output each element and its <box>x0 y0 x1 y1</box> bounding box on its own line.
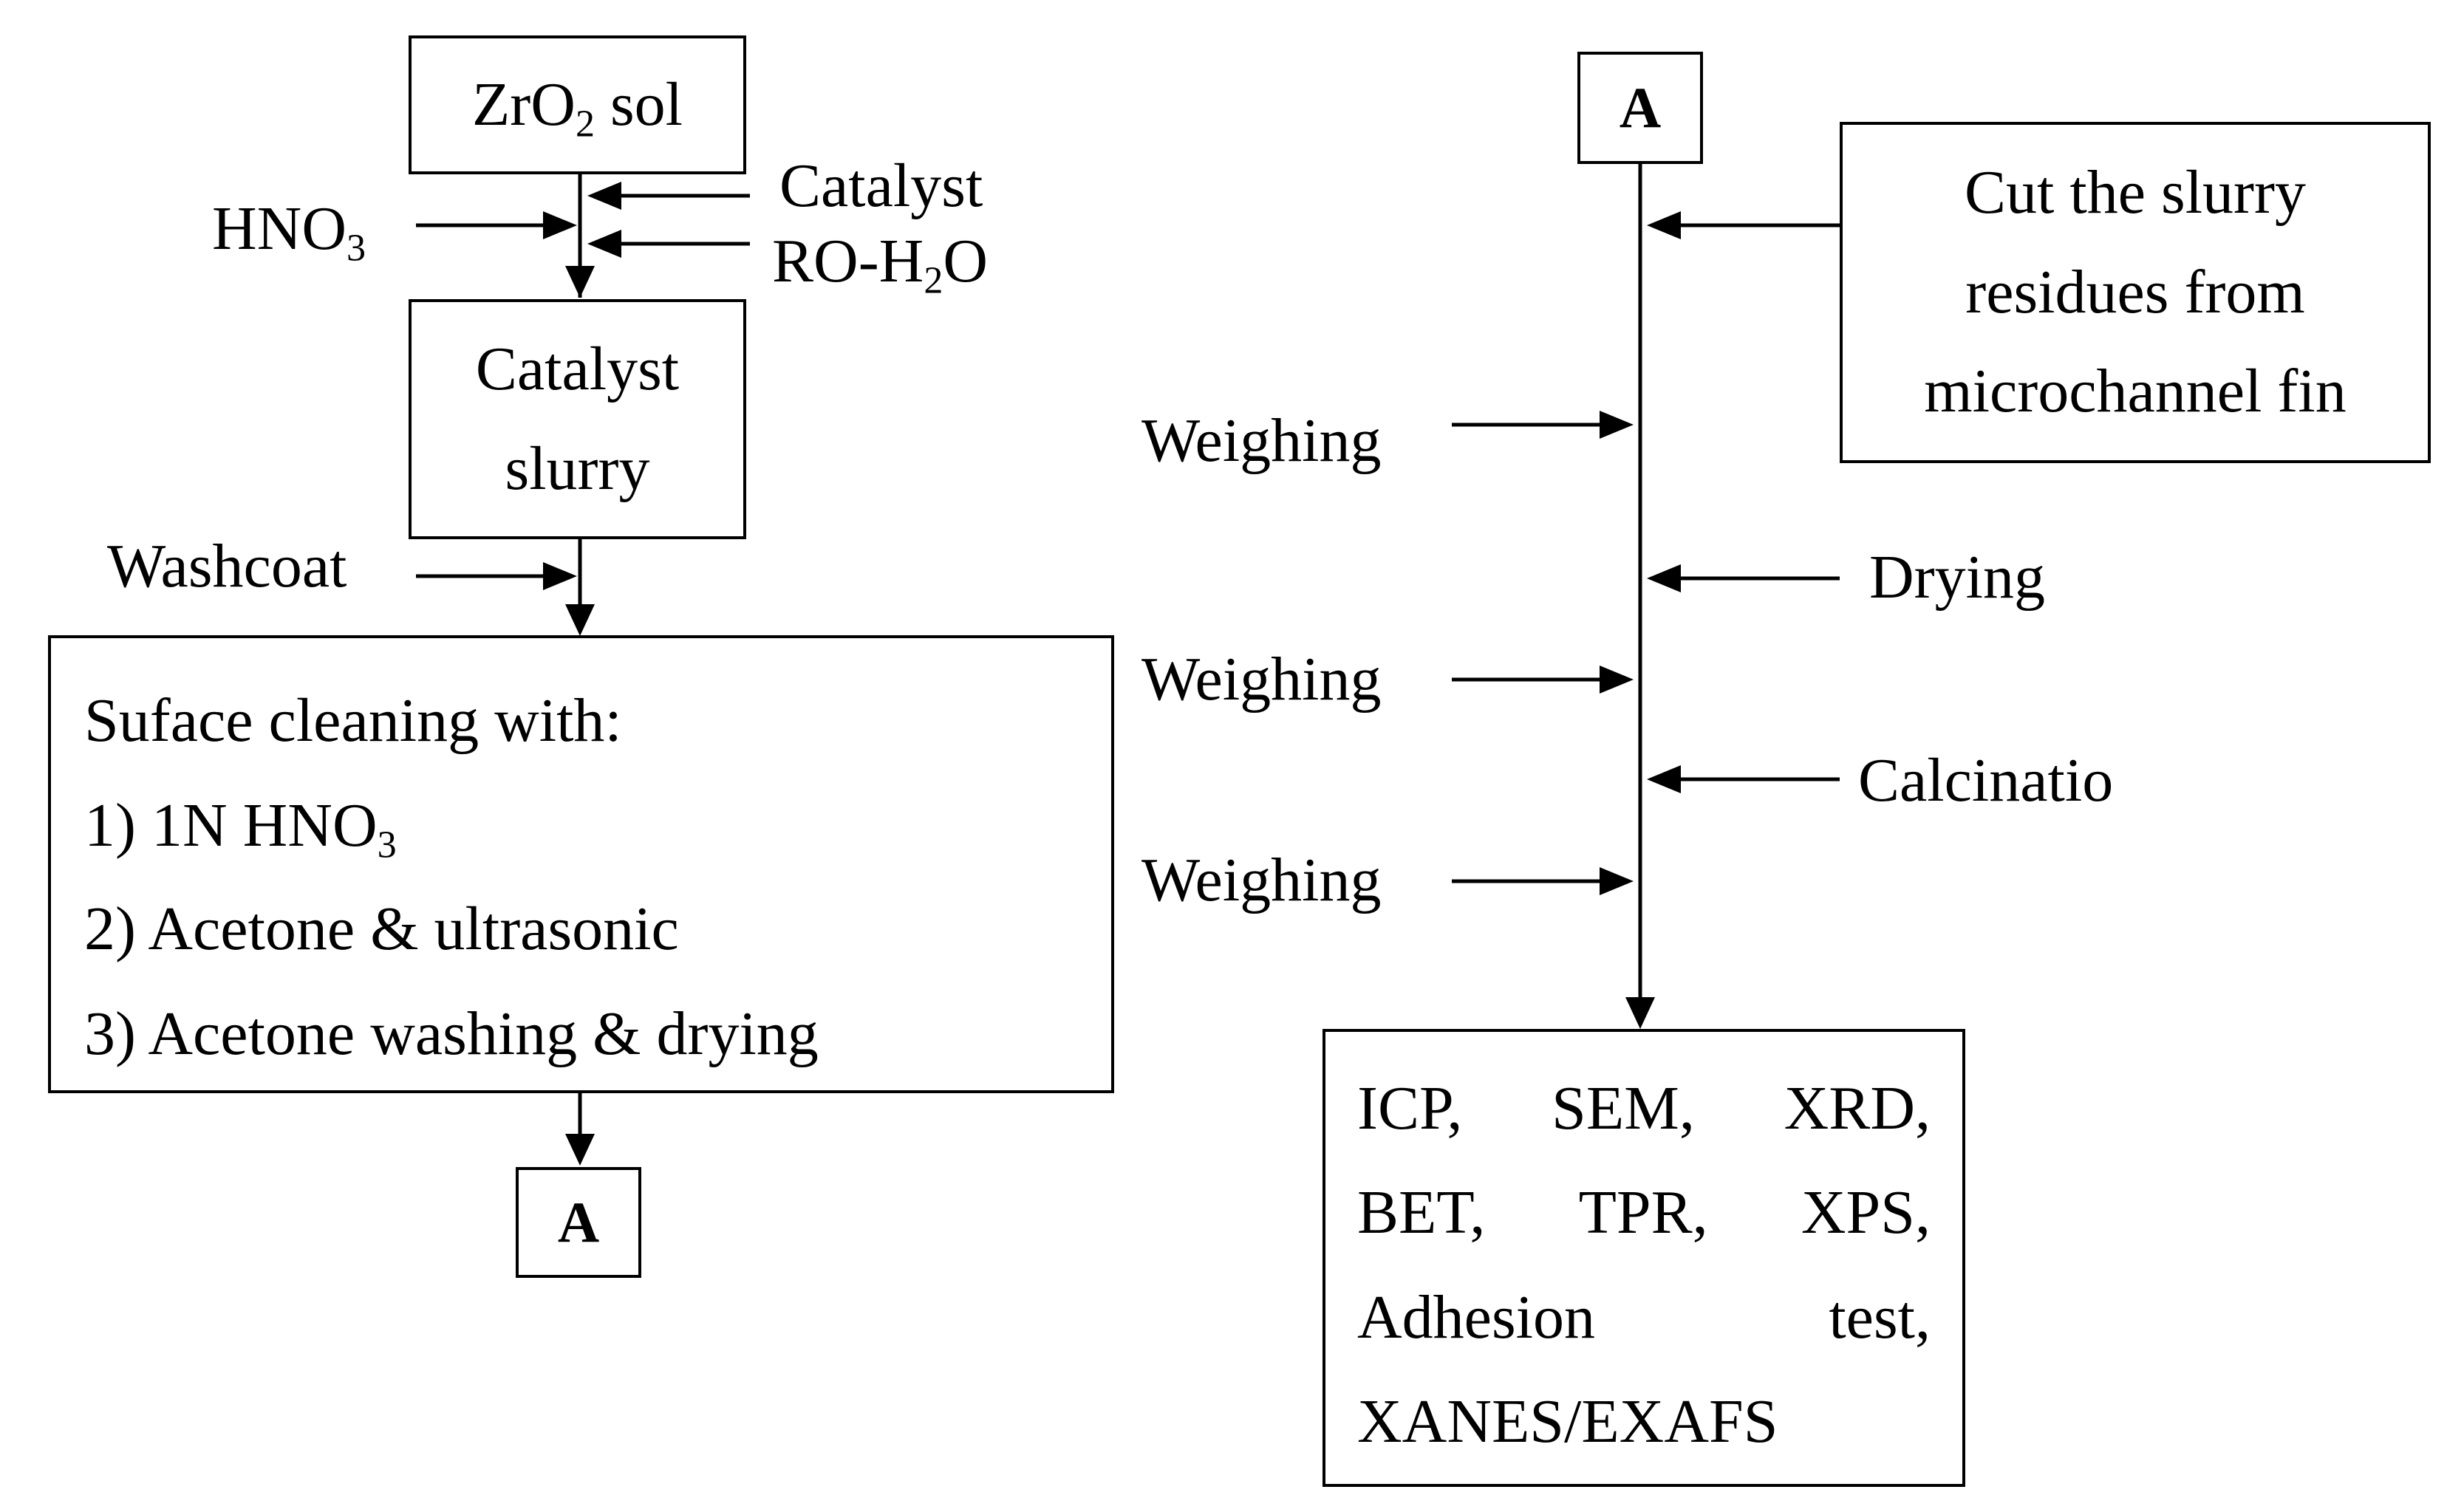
analysis-icp: ICP, <box>1357 1074 1463 1143</box>
cut-line-1: Cut the slurry <box>1965 158 2306 228</box>
zro2-sol-text: sol <box>594 70 683 139</box>
analysis-line-3: Adhesion test, <box>1357 1287 1931 1349</box>
analysis-line-2: BET, TPR, XPS, <box>1357 1182 1931 1244</box>
weighing-label-1: Weighing <box>1141 406 1382 475</box>
cut-line-3: microchannel fin <box>1924 357 2347 426</box>
zro2-sol-box: ZrO2 sol <box>409 35 746 174</box>
analysis-tpr: TPR, <box>1578 1178 1708 1247</box>
connector-a-right-label: A <box>1619 75 1662 140</box>
cut-slurry-residues-box: Cut the slurry residues from microchanne… <box>1840 122 2431 463</box>
cleaning-step-1-text: 1) 1N HNO <box>84 791 378 860</box>
hno3-subscript: 3 <box>347 227 366 270</box>
cleaning-step-2: 2) Acetone & ultrasonic <box>84 894 679 963</box>
slurry-line-2: slurry <box>505 434 650 503</box>
surface-cleaning-box: Suface cleaning with: 1) 1N HNO3 2) Acet… <box>48 635 1114 1093</box>
hno3-input-label: HNO3 <box>212 198 366 268</box>
ro-h-text: RO-H <box>772 227 924 295</box>
cut-line-2: residues from <box>1965 257 2305 326</box>
connector-a-left-label: A <box>557 1190 600 1254</box>
drying-label: Drying <box>1869 543 2045 612</box>
washcoat-input-label: Washcoat <box>107 532 347 601</box>
analysis-test: test, <box>1829 1283 1931 1352</box>
cleaning-step-1: 1) 1N HNO3 <box>84 795 397 865</box>
catalyst-slurry-box: Catalyst slurry <box>409 299 746 539</box>
analysis-line-1: ICP, SEM, XRD, <box>1357 1078 1931 1140</box>
zro2-subscript: 2 <box>575 103 595 146</box>
hno3-text: HNO <box>212 194 347 263</box>
catalyst-input-label: Catalyst <box>779 151 983 220</box>
weighing-label-2: Weighing <box>1141 645 1382 714</box>
analysis-xrd: XRD, <box>1784 1074 1931 1143</box>
cleaning-step-3: 3) Acetone washing & drying <box>84 999 819 1068</box>
connector-a-right: A <box>1577 52 1703 164</box>
analysis-xps: XPS, <box>1801 1178 1931 1247</box>
o-text: O <box>943 227 989 295</box>
slurry-line-1: Catalyst <box>475 335 680 404</box>
cleaning-step-1-subscript: 3 <box>377 824 397 866</box>
analysis-methods-box: ICP, SEM, XRD, BET, TPR, XPS, Adhesion t… <box>1323 1029 1965 1487</box>
connector-a-left: A <box>516 1167 641 1278</box>
analysis-bet: BET, <box>1357 1178 1486 1247</box>
h2o-subscript: 2 <box>924 259 943 302</box>
zro2-label: ZrO <box>471 70 576 139</box>
analysis-adhesion: Adhesion <box>1357 1283 1595 1352</box>
analysis-sem: SEM, <box>1552 1074 1695 1143</box>
ro-h2o-input-label: RO-H2O <box>772 227 989 301</box>
analysis-line-4: XANES/EXAFS <box>1357 1387 1778 1456</box>
cleaning-heading: Suface cleaning with: <box>84 686 622 755</box>
calcination-label: Calcinatio <box>1858 746 2114 815</box>
weighing-label-3: Weighing <box>1141 846 1382 914</box>
arrowhead-slurry <box>565 266 595 298</box>
